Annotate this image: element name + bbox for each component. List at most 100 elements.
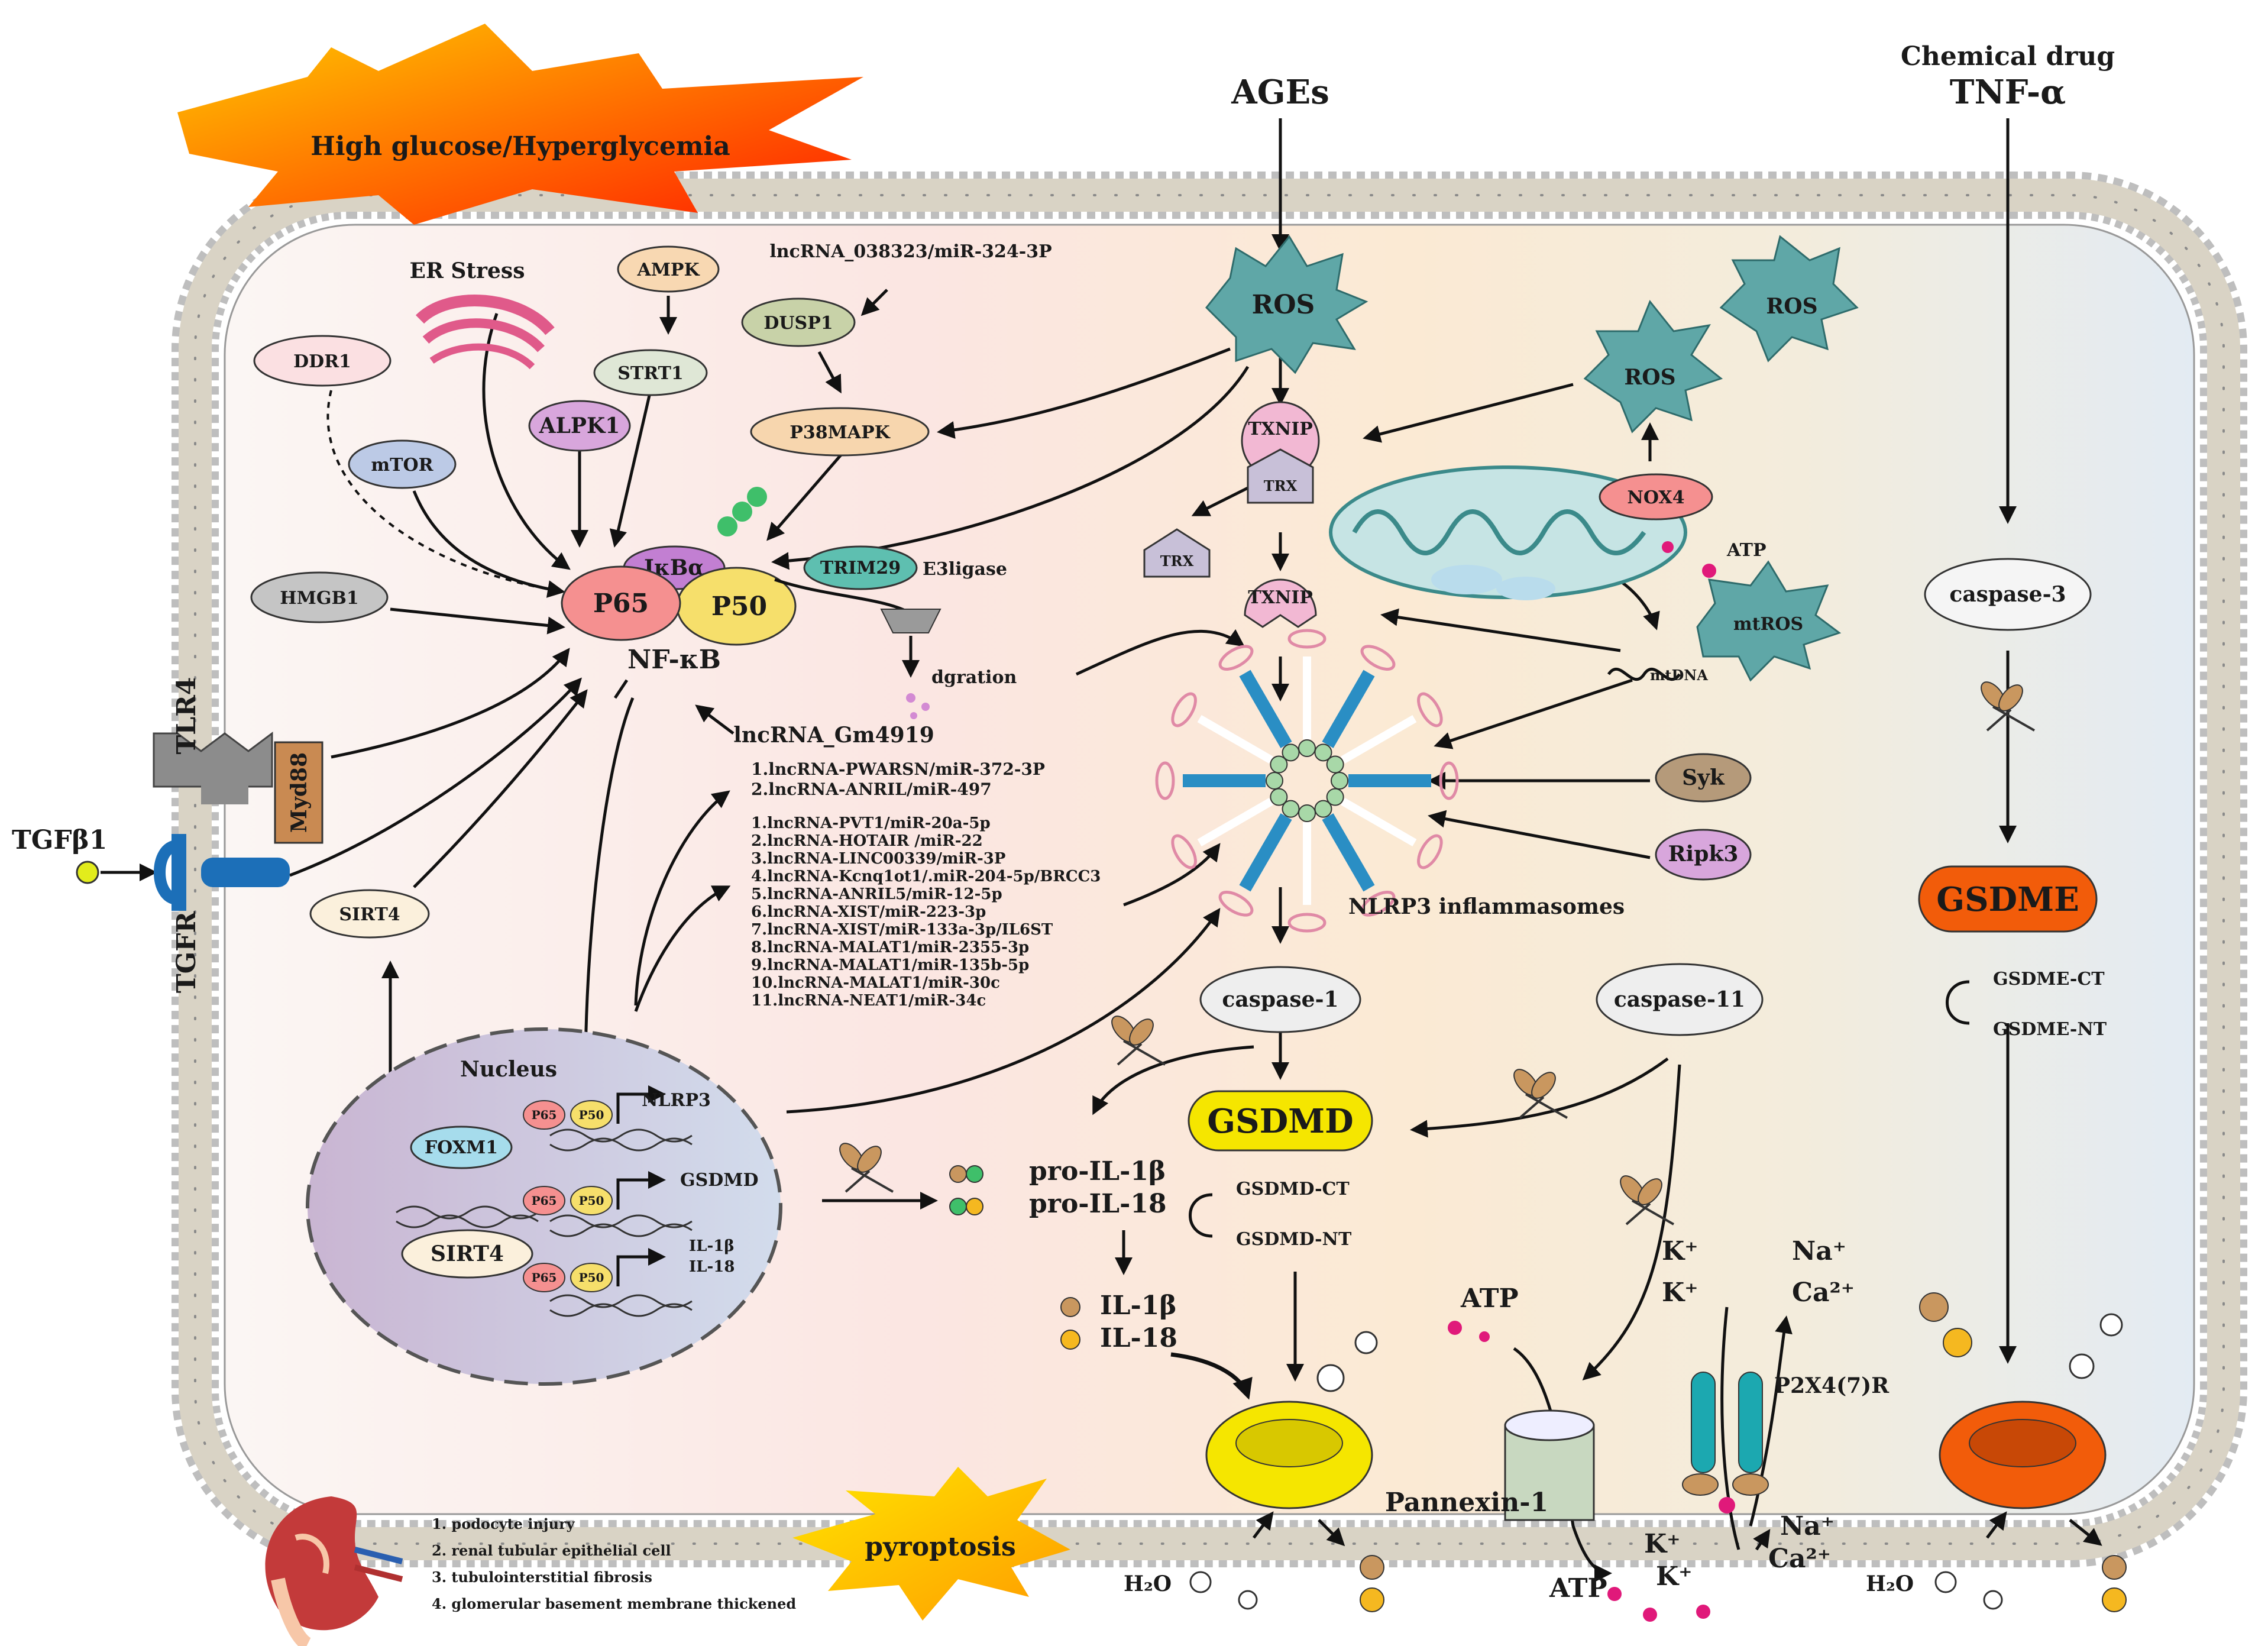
inflammasome-domain (1287, 913, 1326, 933)
scissors-icon (1981, 681, 2035, 732)
svg-text:ROS: ROS (1624, 365, 1675, 390)
pyroptosis-star: pyroptosis (792, 1467, 1070, 1621)
kidney-notes: 1. podocyte injury 2. renal tubular epith… (432, 1515, 796, 1612)
tgfb1-label: TGFβ1 (12, 825, 107, 855)
kidney-note: 2. renal tubular epithelial cell (432, 1542, 671, 1559)
inflammasome-domain (1171, 692, 1197, 727)
inflammasome-core (1326, 755, 1344, 774)
svg-text:lncRNA_038323/miR-324-3P: lncRNA_038323/miR-324-3P (769, 241, 1052, 262)
er-stress-label: ER Stress (410, 258, 525, 283)
inflammasome-domain (1287, 629, 1326, 649)
svg-text:GSDMD-CT: GSDMD-CT (1236, 1179, 1350, 1199)
txnip-trx-1: TXNIP TRX (1241, 401, 1320, 504)
svg-text:H₂O: H₂O (1866, 1571, 1914, 1596)
e3-ligase-label: E3ligase (923, 559, 1007, 580)
ages-label: AGEs (1231, 73, 1329, 112)
nfkb-complex: IκBα P50 P65 NF-κB (561, 545, 797, 675)
svg-text:SIRT4: SIRT4 (431, 1241, 504, 1266)
svg-text:P50: P50 (579, 1270, 604, 1285)
kidney-note: 1. podocyte injury (432, 1515, 575, 1532)
lncrna-list-2-item: 9.lncRNA-MALAT1/miR-135b-5p (751, 956, 1029, 974)
mtdna: mtDNA (1607, 667, 1708, 684)
gsdme-cleavage: GSDME-CT GSDME-NT (1946, 969, 2107, 1040)
lncrna-list-2-item: 10.lncRNA-MALAT1/miR-30c (751, 974, 1000, 992)
scissors-icon (1620, 1175, 1674, 1225)
er-stress: ER Stress (410, 258, 555, 370)
ros-2: ROS (1583, 300, 1723, 434)
svg-text:caspase-3: caspase-3 (1949, 582, 2066, 607)
nlrp3-inflammasomes-label: NLRP3 inflammasomes (1348, 894, 1625, 919)
lncrna-list-2-item: 1.lncRNA-PVT1/miR-20a-5p (751, 814, 991, 832)
svg-text:pro-IL-18: pro-IL-18 (1029, 1189, 1167, 1219)
scissors-icons (839, 681, 2035, 1225)
node-syk: Syk (1655, 753, 1752, 803)
ros-main: ROS (1205, 235, 1368, 374)
chemical-drug-label: Chemical drug (1901, 41, 2115, 72)
tgfb1-ligand (76, 861, 99, 884)
scissors-icon (1111, 1016, 1166, 1066)
inflammasome-arm (1197, 797, 1273, 847)
inflammasome-core (1298, 804, 1316, 822)
node-caspase1: caspase-1 (1199, 966, 1361, 1033)
lncrna-list-2-item: 5.lncRNA-ANRIL5/miR-12-5p (751, 885, 1002, 903)
svg-text:Ripk3: Ripk3 (1668, 842, 1739, 866)
pannexin-channel: Pannexin-1 (1385, 1409, 1595, 1521)
svg-text:TRX: TRX (1264, 477, 1298, 494)
svg-text:FOXM1: FOXM1 (425, 1137, 498, 1158)
svg-text:TXNIP: TXNIP (1248, 419, 1313, 439)
svg-text:GSDMD: GSDMD (1207, 1102, 1353, 1141)
svg-text:Na⁺: Na⁺ (1792, 1236, 1846, 1266)
gene-gsdmd: P65 P50 GSDMD (523, 1170, 759, 1237)
inflammasome-arm (1341, 797, 1417, 847)
svg-text:Pannexin-1: Pannexin-1 (1385, 1487, 1548, 1518)
inflammasome-core (1266, 772, 1283, 790)
inflammasome-core (1314, 743, 1332, 762)
inflammasome-domain (1417, 834, 1443, 869)
inflammasome-core (1314, 800, 1332, 818)
mitochondrion (1329, 465, 1687, 600)
inflammasome-domain (1218, 645, 1254, 671)
svg-text:P65: P65 (532, 1108, 557, 1122)
svg-text:GSDMD: GSDMD (680, 1170, 759, 1191)
phosphate-groups (717, 487, 767, 536)
node-gsdmd: GSDMD (1188, 1090, 1373, 1152)
high-glucose-label: High glucose/Hyperglycemia (310, 131, 730, 161)
svg-text:NLRP3: NLRP3 (642, 1090, 711, 1111)
tlr4-label: TLR4 (172, 677, 202, 755)
svg-text:caspase-11: caspase-11 (1614, 987, 1745, 1012)
node-p38mapk: P38MAPK (750, 407, 930, 457)
inflammasome-arm (1322, 813, 1375, 892)
svg-text:K⁺: K⁺ (1662, 1278, 1698, 1308)
mtros: mtROS (1696, 560, 1842, 682)
tgfr-label: TGFR (172, 911, 202, 994)
high-glucose-stimulus: High glucose/Hyperglycemia (177, 24, 863, 225)
svg-text:DUSP1: DUSP1 (763, 313, 833, 334)
svg-text:TRX: TRX (1160, 552, 1194, 570)
inflammasome-core (1270, 755, 1288, 774)
node-caspase11: caspase-11 (1596, 963, 1764, 1036)
svg-text:P65: P65 (532, 1270, 557, 1285)
lncrna-list-1: 1.lncRNA-PWARSN/miR-372-3P2.lncRNA-ANRIL… (751, 759, 1045, 799)
atp-mito: ATP (1662, 540, 1766, 578)
node-gsdme: GSDME (1918, 865, 2098, 933)
node-mtor: mTOR (348, 439, 457, 489)
svg-text:caspase-1: caspase-1 (1222, 987, 1338, 1012)
scissors-icon (1513, 1069, 1568, 1119)
svg-text:P38MAPK: P38MAPK (790, 422, 890, 443)
svg-text:ALPK1: ALPK1 (539, 413, 620, 438)
inflammasome-domain (1360, 645, 1396, 671)
nucleus: Nucleus FOXM1 SIRT4 P65 P50 NLRP3 P65 P5… (306, 1027, 782, 1386)
gene-il: P65 P50 IL-1β IL-18 (523, 1237, 735, 1317)
inflammasome-core (1331, 772, 1348, 790)
nfkb-label: NF-κB (627, 645, 721, 675)
svg-text:P50: P50 (711, 591, 767, 622)
svg-text:ROS: ROS (1252, 290, 1315, 320)
kidney-note: 3. tubulointerstitial fibrosis (432, 1569, 652, 1586)
tgf-receptor: TGFβ1 TGFR (12, 825, 290, 993)
node-dusp1: DUSP1 (741, 297, 856, 347)
lncrna-list-2-item: 6.lncRNA-XIST/miR-223-3p (751, 903, 986, 921)
gene-nlrp3: P65 P50 NLRP3 (523, 1085, 711, 1152)
svg-text:K⁺: K⁺ (1656, 1561, 1692, 1592)
inflammasome-domain (1171, 834, 1197, 869)
myd88-node: Myd88 (274, 741, 323, 844)
